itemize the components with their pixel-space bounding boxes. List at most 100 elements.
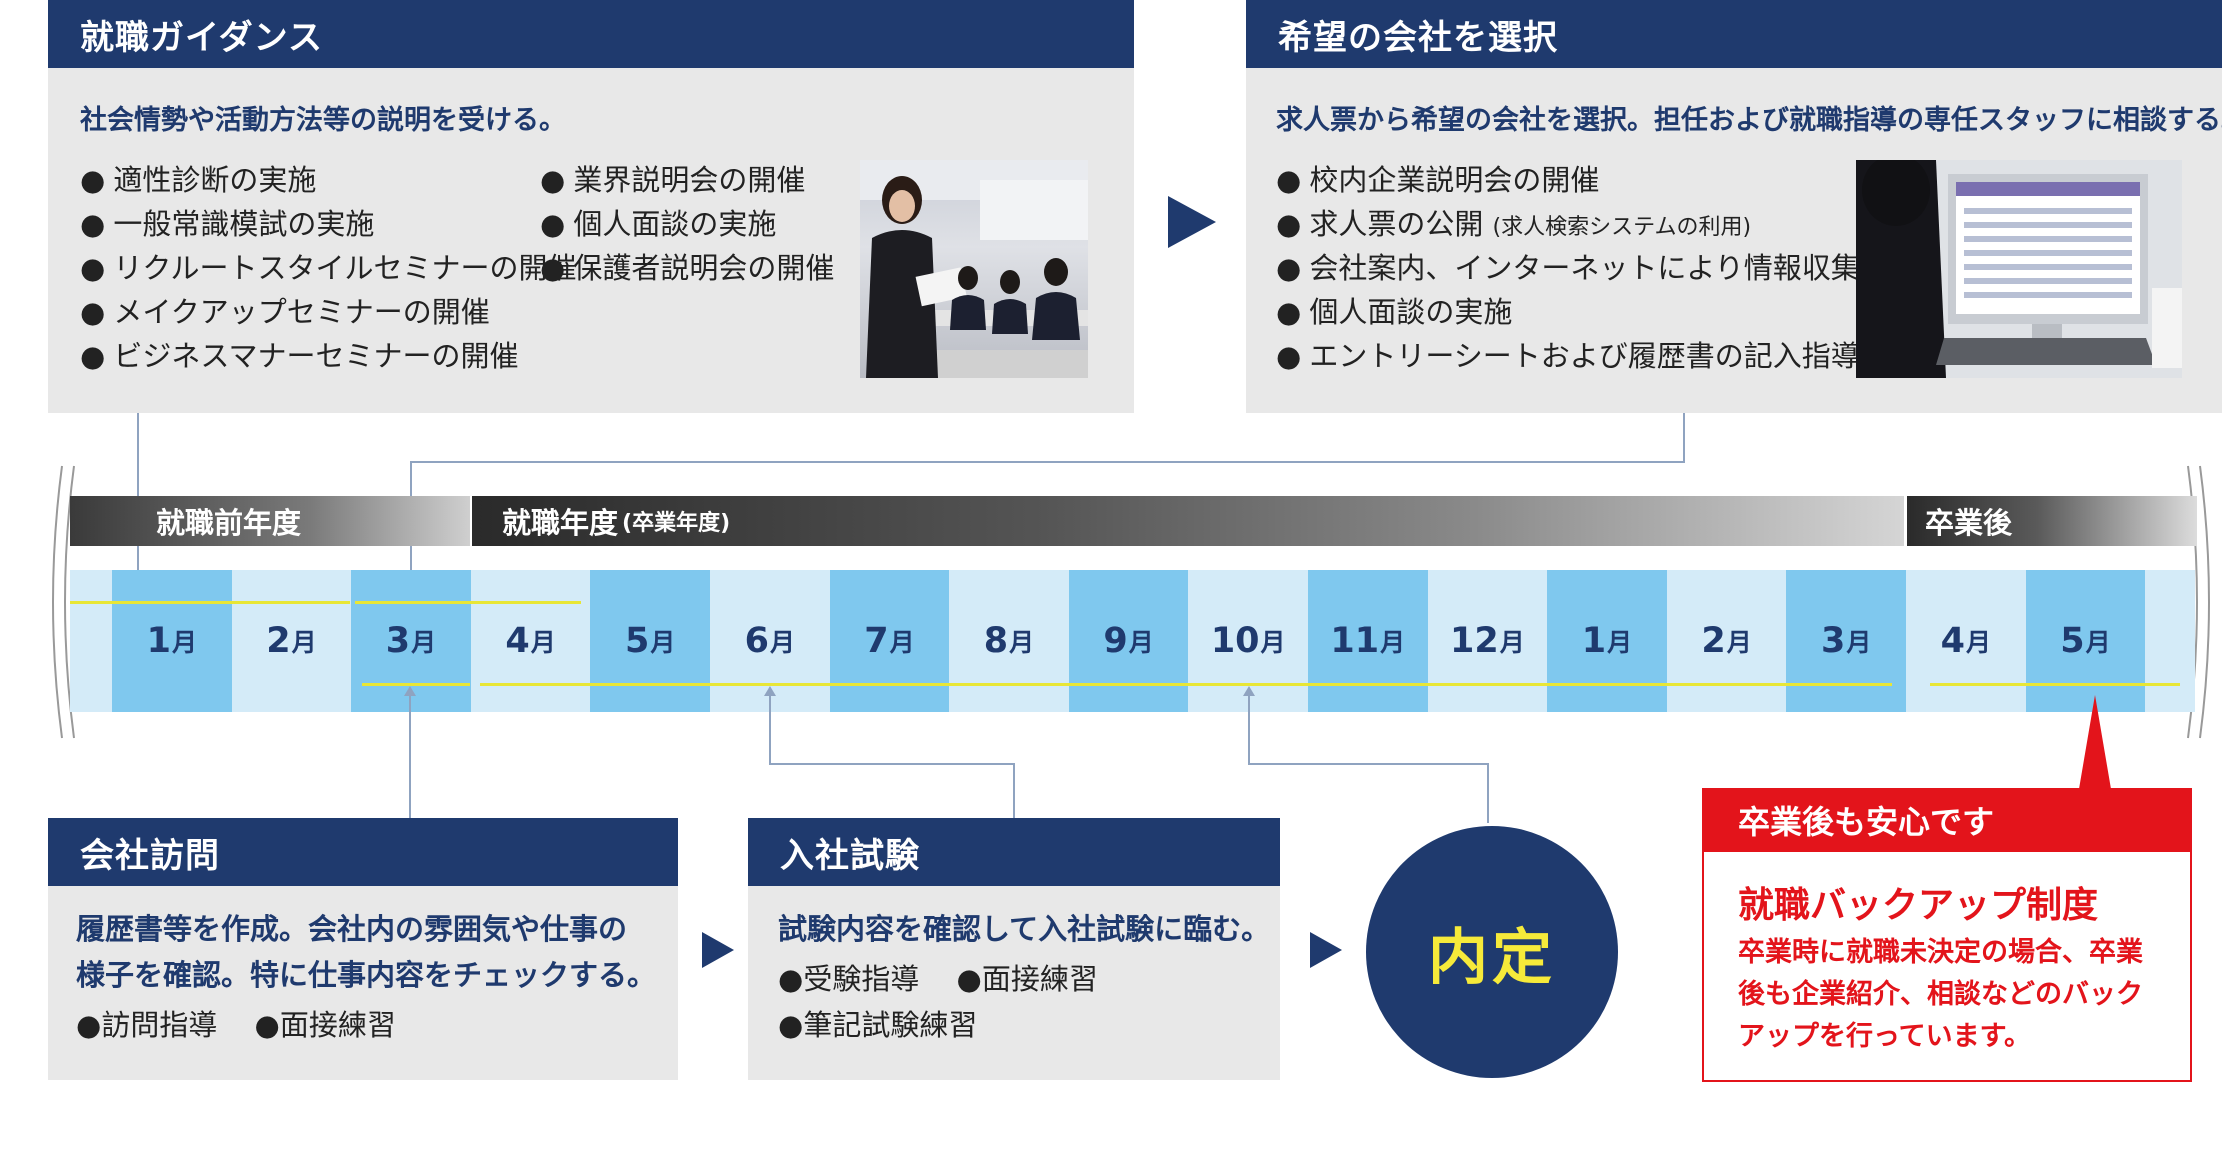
month-number: 1 [1581,621,1607,661]
seminar-photo [860,160,1088,378]
pre-year-bar: 就職前年度 [70,496,470,546]
list-item: ●面接練習 [254,1008,396,1042]
month-number: 11 [1330,621,1380,661]
choose-panel: 求人票から希望の会社を選択。担任および就職指導の専任スタッフに相談する。 校内企… [1246,68,2222,413]
month-number: 6 [744,621,769,661]
after-bar: 卒業後 [1907,496,2197,546]
month-suffix: 月 [1009,628,1035,657]
flow-arrow-icon [1310,932,1342,968]
backup-desc: 卒業時に就職未決定の場合、卒業 後も企業紹介、相談などのバック アップを行ってい… [1738,932,2143,1058]
list-item: 一般常識模試の実施 [80,202,576,246]
month-suffix: 月 [1965,628,1991,657]
month-suffix: 月 [1846,628,1872,657]
list-item: 個人面談の実施 [1276,290,1860,334]
seminar-illustration-icon [860,160,1088,378]
backup-panel: 就職バックアップ制度 卒業時に就職未決定の場合、卒業 後も企業紹介、相談などのバ… [1702,852,2192,1082]
list-item: メイクアップセミナーの開催 [80,290,576,334]
visit-items: ●訪問指導 ●面接練習 [76,1002,396,1048]
pointer-arrow-icon [404,686,416,696]
month-number: 5 [625,621,650,661]
backup-pointer-icon [2079,695,2111,789]
choose-list: 校内企業説明会の開催 求人票の公開 (求人検索システムの利用) 会社案内、インタ… [1276,158,1860,378]
month-number: 2 [266,621,291,661]
guidance-list-left: 適性診断の実施 一般常識模試の実施 リクルートスタイルセミナーの開催 メイクアッ… [80,158,576,378]
list-item-note: (求人検索システムの利用) [1492,215,1752,240]
visit-header: 会社訪問 [48,818,678,886]
connector-line [410,461,1685,463]
list-item: 個人面談の実施 [540,202,834,246]
job-year-label: 就職年度 [502,506,619,540]
offer-label: 内定 [1428,922,1556,993]
guidance-header: 就職ガイダンス [48,0,1134,68]
list-item: 求人票の公開 (求人検索システムの利用) [1276,202,1860,246]
month-suffix: 月 [171,628,197,657]
month-number: 10 [1210,621,1260,661]
job-year-bar: 就職年度(卒業年度) [472,496,1904,546]
month-suffix: 月 [889,628,915,657]
month-suffix: 月 [291,628,317,657]
backup-desc-line: 後も企業紹介、相談などのバック [1738,979,2143,1010]
visit-panel: 履歴書等を作成。会社内の雰囲気や仕事の 様子を確認。特に仕事内容をチェックする。… [48,886,678,1080]
month-number: 5 [2060,621,2085,661]
backup-header-label: 卒業後も安心です [1738,803,1995,841]
visit-desc-line: 履歴書等を作成。会社内の雰囲気や仕事の [76,912,628,946]
connector-line [769,692,771,764]
month-suffix: 月 [1726,628,1752,657]
exam-title: 入社試験 [780,835,920,876]
choose-header: 希望の会社を選択 [1246,0,2222,68]
exam-items: ●受験指導 ●面接練習 ●筆記試験練習 [778,956,1098,1048]
month-suffix: 月 [2085,628,2111,657]
exam-header: 入社試験 [748,818,1280,886]
guidance-title: 就職ガイダンス [80,17,323,58]
connector-line [769,763,1014,765]
month-number: 7 [864,621,889,661]
guidance-list-right: 業界説明会の開催 個人面談の実施 保護者説明会の開催 [540,158,834,290]
pre-year-label: 就職前年度 [156,506,302,540]
connector-line [1248,692,1250,764]
month-number: 9 [1103,621,1128,661]
flow-arrow-icon [702,932,734,968]
month-suffix: 月 [411,628,437,657]
month-suffix: 月 [1499,628,1525,657]
month-suffix: 月 [530,628,556,657]
pointer-arrow-icon [764,686,776,696]
period-indicator-line [355,601,581,604]
list-item: ●面接練習 [956,962,1098,996]
month-suffix: 月 [1260,628,1286,657]
choose-lead: 求人票から希望の会社を選択。担任および就職指導の専任スタッフに相談する。 [1276,105,2222,136]
backup-header: 卒業後も安心です [1702,788,2192,852]
month-number: 4 [1940,621,1965,661]
month-suffix: 月 [1607,628,1633,657]
job-year-note: (卒業年度) [622,511,731,536]
backup-desc-line: アップを行っています。 [1738,1021,2031,1052]
period-indicator-line [70,601,350,604]
month-suffix: 月 [650,628,676,657]
computer-illustration-icon [1856,160,2182,378]
offer-circle: 内定 [1366,826,1618,1078]
list-item: ●筆記試験練習 [778,1008,978,1042]
visit-desc: 履歴書等を作成。会社内の雰囲気や仕事の 様子を確認。特に仕事内容をチェックする。 [76,906,656,998]
period-indicator-line [1930,683,2180,686]
visit-desc-line: 様子を確認。特に仕事内容をチェックする。 [76,958,657,992]
list-item: ●訪問指導 [76,1008,218,1042]
after-label: 卒業後 [1925,506,2013,540]
month-suffix: 月 [1380,628,1406,657]
guidance-lead: 社会情勢や活動方法等の説明を受ける。 [80,105,566,136]
list-item: 校内企業説明会の開催 [1276,158,1860,202]
list-item: ●受験指導 [778,962,920,996]
list-item: リクルートスタイルセミナーの開催 [80,246,576,290]
exam-lead: 試験内容を確認して入社試験に臨む。 [778,912,1271,946]
list-item: 業界説明会の開催 [540,158,834,202]
month-number: 4 [505,621,530,661]
list-item: 会社案内、インターネットにより情報収集 [1276,246,1859,290]
visit-title: 会社訪問 [80,835,220,876]
